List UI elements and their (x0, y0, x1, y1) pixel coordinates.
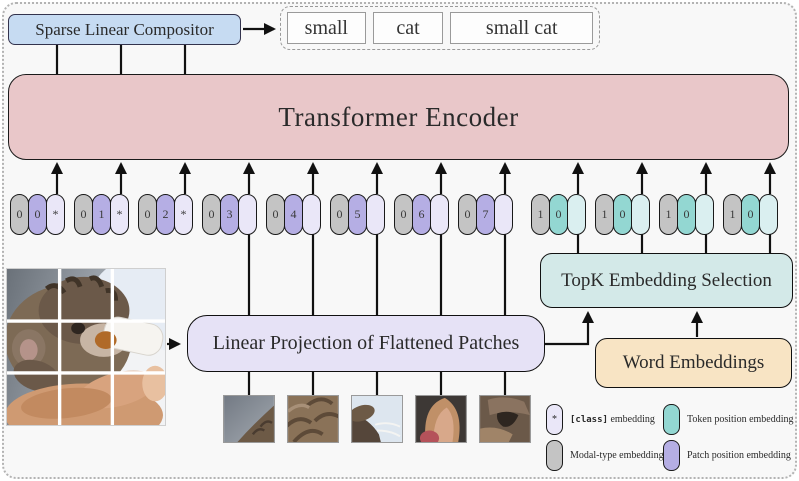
linear-projection-label: Linear Projection of Flattened Patches (212, 332, 520, 354)
image-patch-2 (287, 395, 339, 443)
legend-patch-label: Patch position embedding (687, 450, 791, 461)
image-patch-1 (223, 395, 275, 443)
legend-class-label: [class] embedding (570, 414, 655, 425)
topk-selection-box: TopK Embedding Selection (540, 253, 793, 308)
output-token-label: small cat (485, 16, 558, 39)
input-cat-image (6, 268, 166, 426)
transformer-encoder-label: Transformer Encoder (278, 101, 519, 132)
legend-item-modal: Modal-type embedding (546, 440, 664, 471)
legend-modal-label: Modal-type embedding (570, 450, 664, 461)
embedding-pill (759, 194, 778, 235)
modal-type-pill: 1 (659, 194, 678, 235)
linear-projection-box: Linear Projection of Flattened Patches (187, 315, 545, 372)
word-embeddings-box: Word Embeddings (595, 338, 792, 388)
modal-type-pill: 0 (10, 194, 29, 235)
embedding-pill (631, 194, 650, 235)
modal-type-pill: 0 (74, 194, 93, 235)
modal-type-pill: 0 (394, 194, 413, 235)
modal-type-pill: 0 (458, 194, 477, 235)
patch-position-pill: 5 (348, 194, 367, 235)
output-token-small-cat: small cat (450, 12, 593, 44)
modal-type-pill: 1 (723, 194, 742, 235)
embedding-pill (695, 194, 714, 235)
image-patch-5 (479, 395, 531, 443)
transformer-encoder-box: Transformer Encoder (8, 74, 789, 160)
patch-position-pill: 4 (284, 194, 303, 235)
image-patch-3 (351, 395, 403, 443)
embedding-pill (430, 194, 449, 235)
output-tokens-container: small cat small cat (280, 6, 600, 50)
modal-type-pill: 1 (595, 194, 614, 235)
class-embedding-pill: * (174, 194, 193, 235)
modal-type-pill: 0 (202, 194, 221, 235)
modal-type-swatch (546, 440, 563, 471)
output-token-label: cat (396, 16, 420, 39)
topk-selection-label: TopK Embedding Selection (561, 269, 772, 291)
image-patch-4 (415, 395, 467, 443)
patch-position-pill: 7 (476, 194, 495, 235)
modal-type-pill: 0 (138, 194, 157, 235)
legend-token-label: Token position embedding (687, 414, 794, 425)
embedding-pill (494, 194, 513, 235)
embedding-pill (567, 194, 586, 235)
patch-position-pill: 0 (28, 194, 47, 235)
sparse-linear-compositor-label: Sparse Linear Compositor (35, 19, 214, 39)
modal-type-pill: 1 (531, 194, 550, 235)
output-token-small: small (287, 12, 366, 44)
legend-item-class: * [class] embedding (546, 404, 655, 435)
embedding-pill (302, 194, 321, 235)
word-embeddings-label: Word Embeddings (622, 352, 765, 373)
token-position-pill: 0 (549, 194, 568, 235)
class-embedding-pill: * (46, 194, 65, 235)
output-token-cat: cat (372, 12, 444, 44)
embedding-pill (238, 194, 257, 235)
class-suffix: embedding (610, 414, 655, 425)
patch-position-pill: 3 (220, 194, 239, 235)
patch-position-pill: 6 (412, 194, 431, 235)
output-token-label: small (304, 16, 348, 39)
token-position-pill: 0 (677, 194, 696, 235)
class-token-mono: [class] (570, 415, 608, 425)
class-embedding-swatch: * (546, 404, 563, 435)
patch-position-pill: 1 (92, 194, 111, 235)
embedding-pill (366, 194, 385, 235)
patch-position-pill: 2 (156, 194, 175, 235)
token-position-swatch (663, 404, 680, 435)
token-position-pill: 0 (613, 194, 632, 235)
modal-type-pill: 0 (266, 194, 285, 235)
patch-position-swatch (663, 440, 680, 471)
class-embedding-pill: * (110, 194, 129, 235)
legend-item-token-position: Token position embedding (663, 404, 794, 435)
sparse-linear-compositor-box: Sparse Linear Compositor (8, 14, 241, 45)
legend-item-patch-position: Patch position embedding (663, 440, 791, 471)
class-symbol: * (552, 414, 557, 425)
token-position-pill: 0 (741, 194, 760, 235)
legend: * [class] embedding Modal-type embedding… (546, 404, 794, 476)
modal-type-pill: 0 (330, 194, 349, 235)
